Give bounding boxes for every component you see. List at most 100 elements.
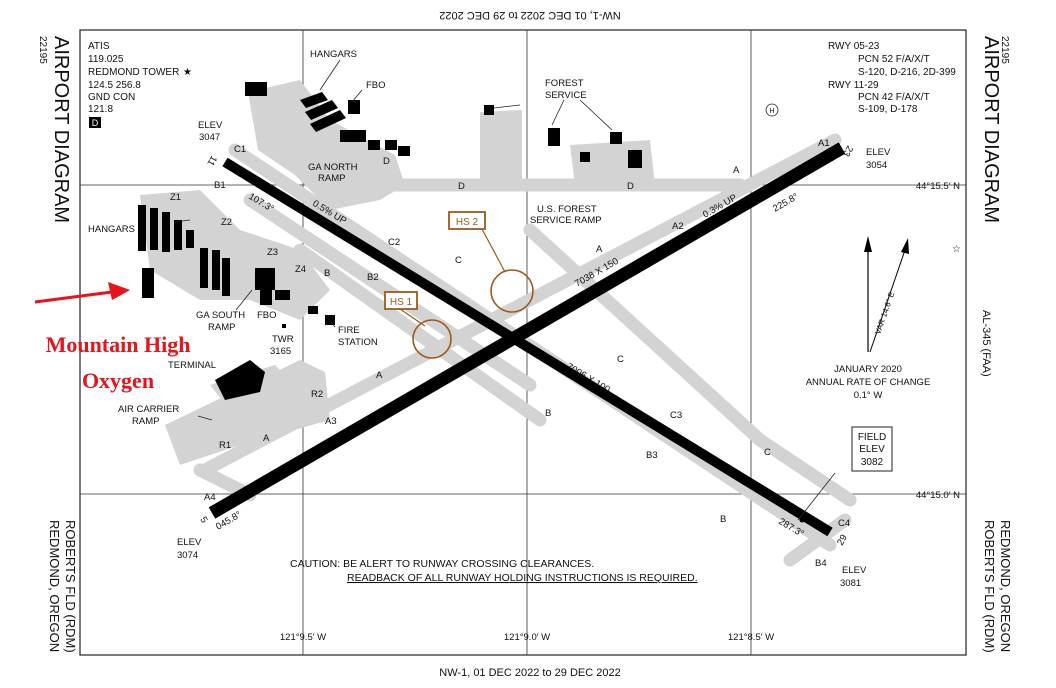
- label-lon-2: 121°9.0′ W: [504, 632, 550, 643]
- label-var: VAR 14.6° E: [873, 291, 896, 336]
- label-elev-sw: ELEV: [177, 537, 202, 548]
- svg-text:Z3: Z3: [267, 247, 278, 258]
- svg-text:A2: A2: [672, 221, 684, 232]
- svg-text:D: D: [458, 181, 465, 192]
- ga-north-ramp: [248, 80, 405, 210]
- caution-line-1: CAUTION: BE ALERT TO RUNWAY CROSSING CLE…: [290, 558, 594, 570]
- svg-text:B1: B1: [214, 180, 226, 191]
- label-elev-ne-val: 3054: [866, 160, 887, 171]
- svg-text:Z2: Z2: [221, 217, 232, 228]
- svg-text:C3: C3: [670, 410, 682, 421]
- tower-label: REDMOND TOWER: [88, 67, 179, 78]
- caution-line-2: READBACK OF ALL RUNWAY HOLDING INSTRUCTI…: [347, 572, 698, 584]
- label-elev-ne: ELEV: [866, 147, 891, 158]
- label-twr-elev: 3165: [270, 346, 291, 357]
- hotspot-1-label: HS 1: [390, 297, 413, 308]
- title-right: AIRPORT DIAGRAM: [980, 36, 1002, 223]
- chart-id: AL-345 (FAA): [980, 310, 992, 377]
- runway-05-23: [208, 142, 846, 519]
- footer: NW-1, 01 DEC 2022 to 29 DEC 2022: [439, 667, 620, 679]
- label-heli: H: [769, 108, 774, 115]
- gnd-freq: 121.8: [88, 104, 113, 115]
- svg-text:A: A: [733, 165, 740, 176]
- svg-text:C1: C1: [234, 144, 246, 155]
- hotspot-2-label: HS 2: [456, 217, 479, 228]
- label-hangars-left: HANGARS: [88, 224, 135, 235]
- airport-name-right: ROBERTS FLD (RDM): [982, 520, 997, 653]
- city-right: REDMOND, OREGON: [998, 520, 1013, 652]
- label-fire-1: FIRE: [338, 325, 360, 336]
- doc-number-right: 22195: [999, 36, 1010, 64]
- label-elev-nw: ELEV: [198, 120, 223, 131]
- air-carrier-ramp: [165, 360, 330, 465]
- label-us-forest-1: U.S. FOREST: [537, 204, 597, 215]
- label-rwy-end-23: 23: [840, 144, 855, 159]
- tower-marker: [282, 324, 286, 328]
- comms-block: ATIS 119.025 REDMOND TOWER ★ 124.5 256.8…: [88, 41, 192, 128]
- label-elev-sw-val: 3074: [177, 550, 198, 561]
- label-lon-1: 121°9.5′ W: [280, 632, 326, 643]
- svg-text:B: B: [545, 408, 551, 419]
- svg-text:C: C: [764, 447, 771, 458]
- label-change-3: 0.1° W: [854, 390, 883, 401]
- label-fire-2: STATION: [338, 337, 378, 348]
- building: [245, 82, 267, 96]
- doc-number-left: 22195: [37, 36, 48, 64]
- label-fbo-left: FBO: [257, 310, 277, 321]
- label-ga-north-1: GA NORTH: [308, 162, 358, 173]
- label-forest-service-2: SERVICE: [545, 90, 587, 101]
- rwy2-pcn: PCN 42 F/A/X/T: [858, 92, 930, 103]
- svg-text:R1: R1: [219, 440, 231, 451]
- svg-text:C2: C2: [388, 237, 400, 248]
- svg-text:C: C: [455, 255, 462, 266]
- airport-name-left: ROBERTS FLD (RDM): [63, 520, 78, 653]
- label-rwy-end-5: 5: [197, 515, 209, 525]
- label-forest-service-1: FOREST: [545, 78, 584, 89]
- label-field-elev-1: FIELD: [858, 432, 886, 443]
- svg-text:A: A: [263, 433, 270, 444]
- rwy1-pcn: PCN 52 F/A/X/T: [858, 54, 930, 65]
- us-forest-service-ramp: [570, 140, 655, 185]
- annotation-arrow: [34, 282, 130, 304]
- rwy2-label: RWY 11-29: [828, 80, 879, 91]
- svg-text:☆: ☆: [952, 244, 961, 255]
- svg-text:R2: R2: [311, 389, 323, 400]
- svg-text:A: A: [376, 370, 383, 381]
- label-air-carrier-2: RAMP: [132, 416, 159, 427]
- label-rwy-end-11: 11: [204, 154, 218, 168]
- label-us-forest-2: SERVICE RAMP: [530, 215, 602, 226]
- label-twr: TWR: [272, 334, 294, 345]
- runway-11-29: [222, 157, 833, 537]
- label-fbo-top: FBO: [366, 80, 386, 91]
- svg-text:C: C: [617, 354, 624, 365]
- svg-text:B: B: [324, 268, 330, 279]
- rwy1-strength: S-120, D-216, 2D-399: [858, 67, 956, 78]
- label-change-2: ANNUAL RATE OF CHANGE: [806, 377, 931, 388]
- svg-text:A: A: [596, 244, 603, 255]
- svg-text:A1: A1: [818, 138, 830, 149]
- label-elev-se-val: 3081: [840, 578, 861, 589]
- label-ga-south-2: RAMP: [208, 322, 235, 333]
- label-ga-south-1: GA SOUTH: [196, 310, 245, 321]
- label-lat-top: 44°15.5′ N: [916, 181, 960, 192]
- hotspot-1-circle: [412, 319, 452, 359]
- svg-text:A3: A3: [325, 416, 337, 427]
- atis-freq: 119.025: [88, 54, 124, 65]
- label-ga-north-2: RAMP: [318, 173, 345, 184]
- svg-text:D: D: [627, 181, 634, 192]
- label-lat-bot: 44°15.0′ N: [916, 490, 960, 501]
- north-arrow: [864, 236, 909, 353]
- gnd-label: GND CON: [88, 92, 135, 103]
- field-elev-box: [851, 426, 893, 472]
- label-change-1: JANUARY 2020: [834, 364, 902, 375]
- atis-label: ATIS: [88, 41, 110, 52]
- svg-text:B4: B4: [815, 558, 827, 569]
- label-hangars-top: HANGARS: [310, 49, 357, 60]
- header-top: NW-1, 01 DEC 2022 to 29 DEC 2022: [439, 9, 620, 21]
- d-box-label: D: [92, 118, 99, 128]
- label-terminal: TERMINAL: [168, 360, 216, 371]
- label-air-carrier-1: AIR CARRIER: [118, 404, 179, 415]
- svg-text:A4: A4: [204, 492, 216, 503]
- ga-south-ramp: [140, 190, 330, 320]
